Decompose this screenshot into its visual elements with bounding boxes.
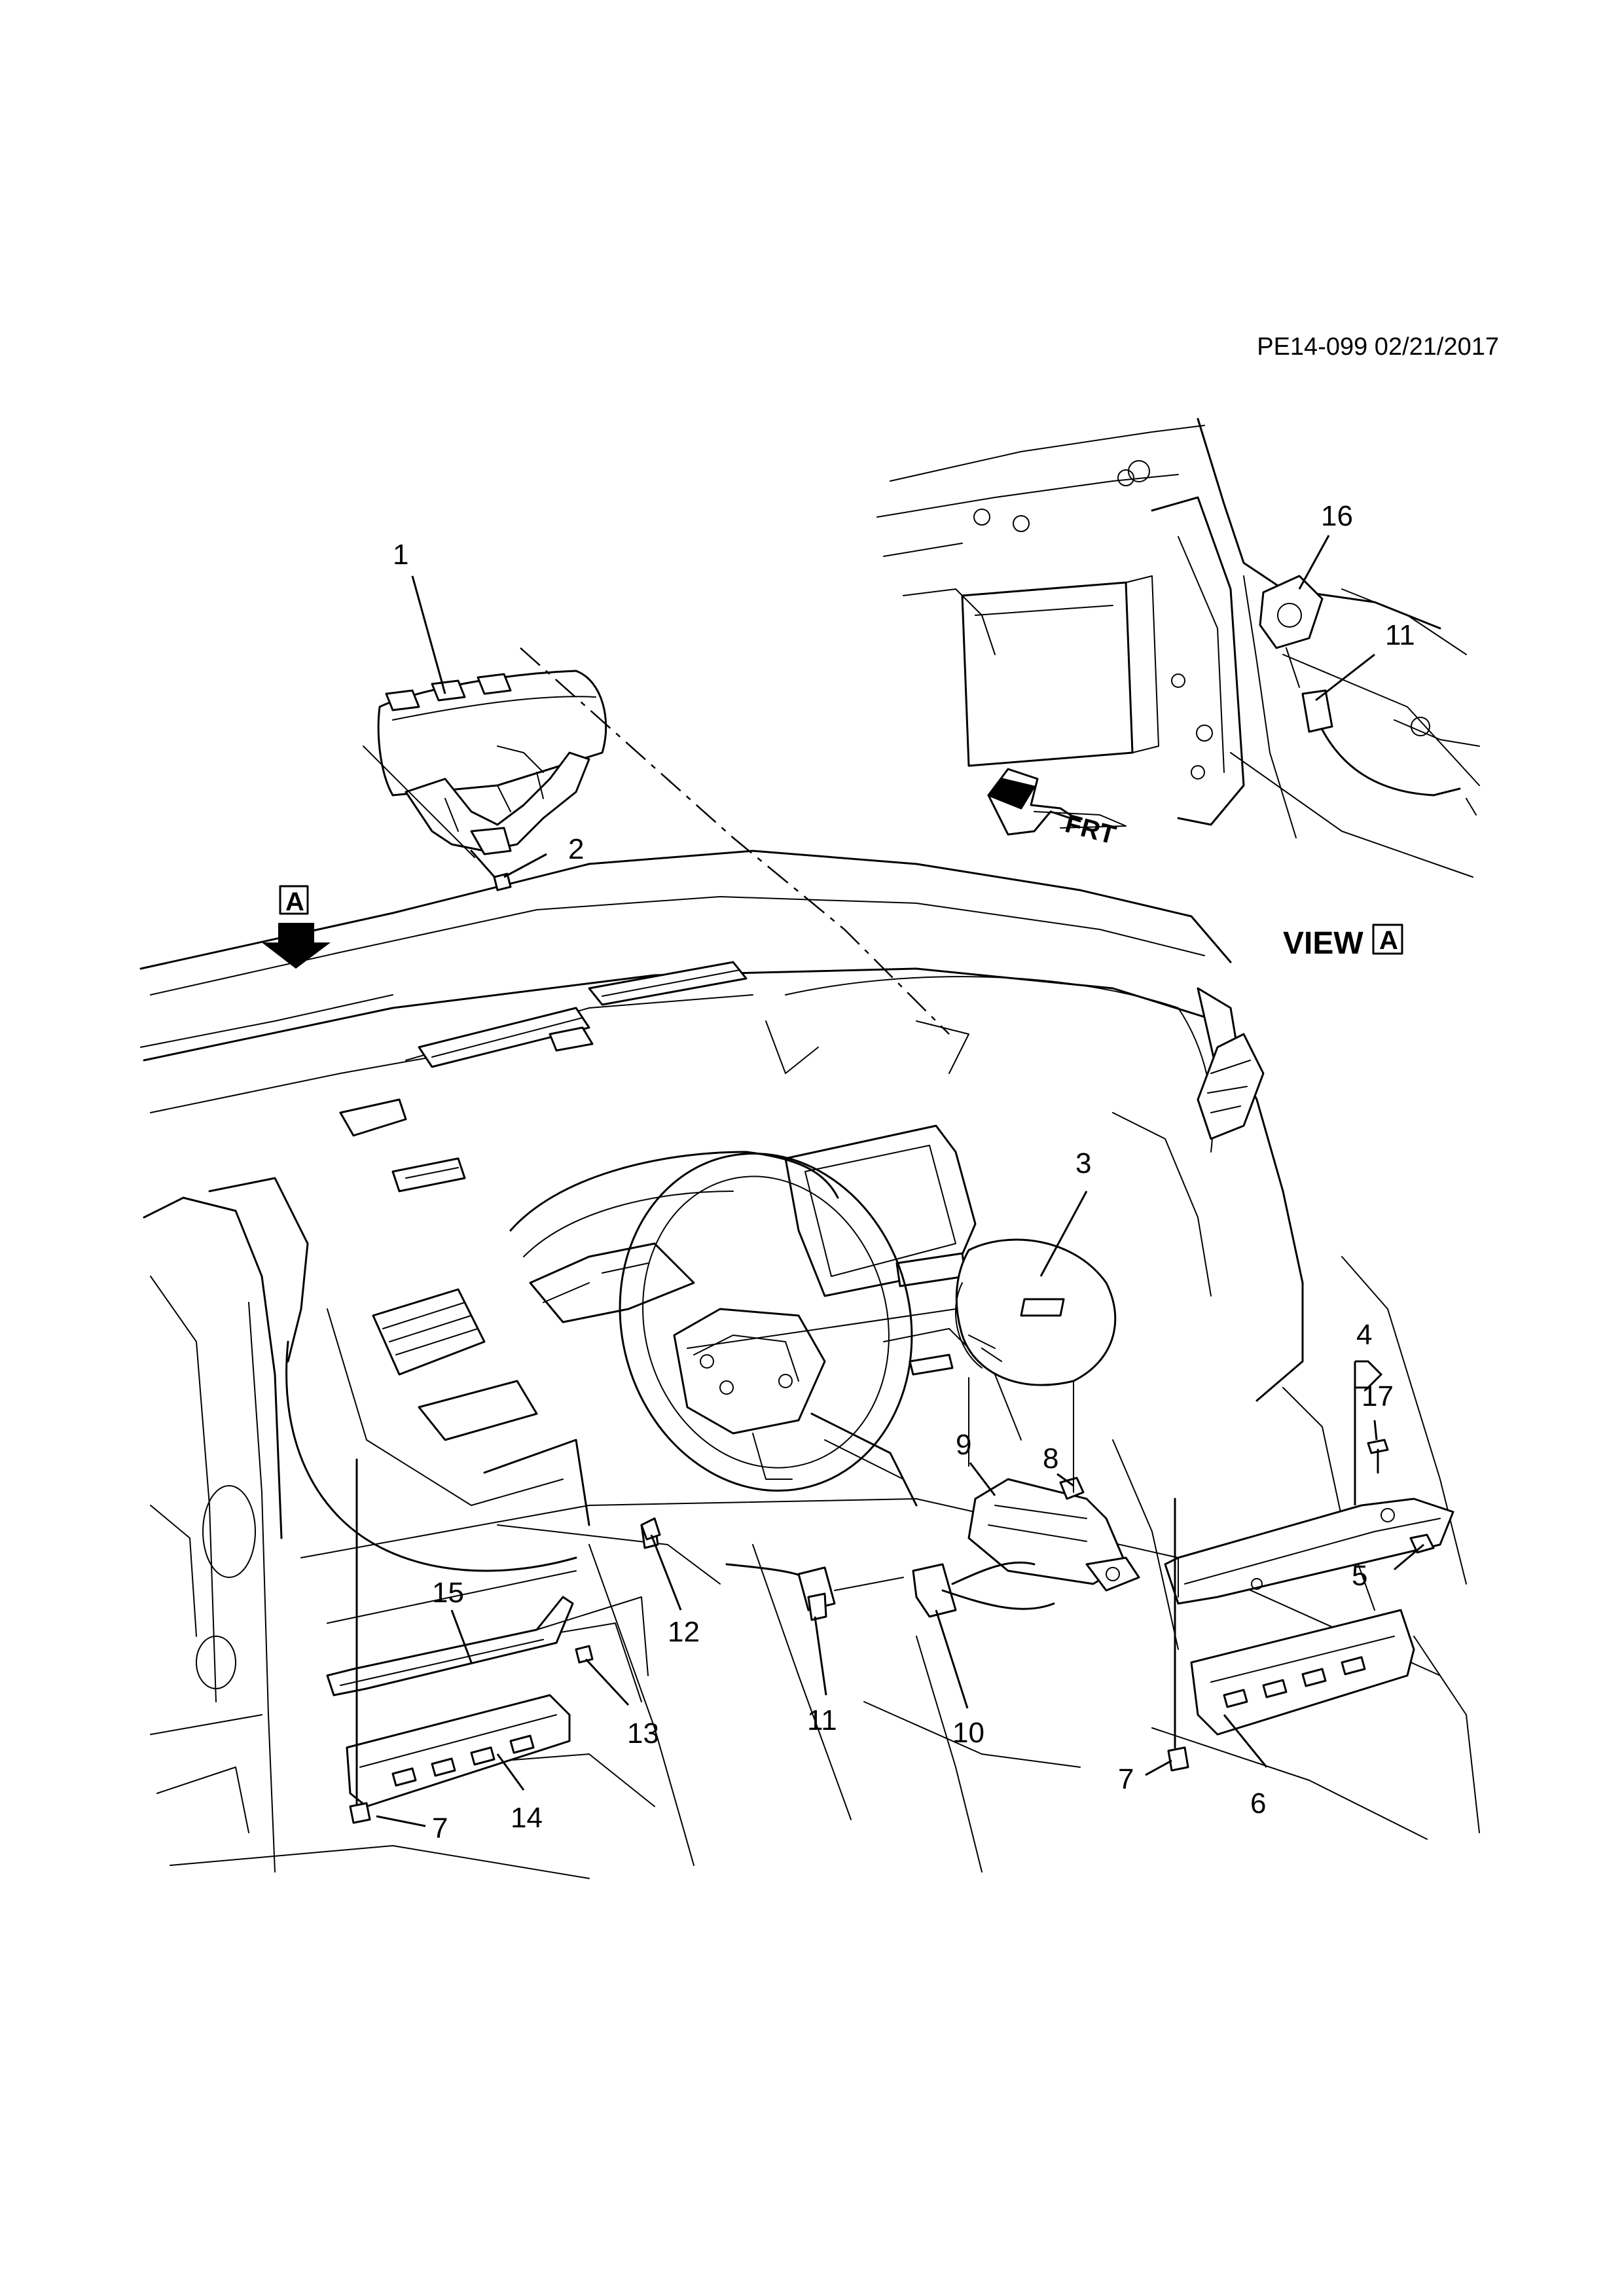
diagram-reference: PE14-099 02/21/2017 xyxy=(1257,333,1499,361)
callout-13: 13 xyxy=(627,1717,659,1749)
front-direction-label: FRT xyxy=(1062,809,1119,850)
view-a-inset: FRT VIEW A xyxy=(876,418,1480,961)
callout-1: 1 xyxy=(393,539,408,571)
left-push-pin xyxy=(349,1458,371,1824)
bracket-clip xyxy=(575,1645,594,1664)
callout-8: 8 xyxy=(1043,1443,1058,1475)
driver-airbag-leader xyxy=(687,1308,956,1349)
callout-9: 9 xyxy=(956,1429,971,1461)
callout-6: 6 xyxy=(1250,1787,1266,1820)
callout-15: 15 xyxy=(432,1577,464,1609)
callout-16: 16 xyxy=(1321,500,1353,532)
callout-3: 3 xyxy=(1075,1147,1091,1179)
driver-airbag-module xyxy=(955,1238,1117,1386)
svg-text:A: A xyxy=(285,888,304,916)
harness-connector xyxy=(725,1563,904,1621)
view-a-indicator: A xyxy=(262,885,331,969)
callout-5: 5 xyxy=(1352,1560,1367,1592)
passenger-airbag-module xyxy=(377,670,607,855)
view-a-box-letter: A xyxy=(1379,926,1398,955)
left-curtain-module xyxy=(346,1694,571,1808)
callout-7-right: 7 xyxy=(1118,1763,1134,1795)
callouts: 1 2 3 4 5 6 7 7 8 9 10 11 11 12 13 14 xyxy=(376,500,1424,1844)
right-seat-bracket xyxy=(1164,1498,1454,1605)
sensing-diagnostic-module xyxy=(967,1478,1140,1592)
airbag-bolt xyxy=(470,850,512,891)
view-a-box xyxy=(1372,924,1403,955)
callout-4: 4 xyxy=(1356,1319,1372,1351)
right-push-pin xyxy=(1167,1498,1189,1772)
module-nut xyxy=(1059,1477,1085,1500)
callout-7-left: 7 xyxy=(432,1812,448,1844)
callout-14: 14 xyxy=(511,1802,543,1834)
callout-10: 10 xyxy=(952,1717,984,1749)
bracket-bolt xyxy=(1367,1439,1389,1474)
module-connector xyxy=(912,1561,1055,1618)
callout-17: 17 xyxy=(1362,1380,1394,1412)
instrument-panel-assembly xyxy=(139,850,1480,1879)
callout-11-view: 11 xyxy=(1385,619,1415,651)
airbag-install-line xyxy=(520,647,950,1035)
left-bracket xyxy=(326,1596,649,1696)
callout-2: 2 xyxy=(568,833,584,865)
view-a-label: VIEW xyxy=(1283,926,1363,961)
callout-12: 12 xyxy=(668,1616,700,1648)
module-bolt xyxy=(640,1517,661,1541)
right-curtain-module xyxy=(1190,1609,1415,1736)
right-bracket-nut xyxy=(1409,1534,1435,1554)
callout-11: 11 xyxy=(807,1704,837,1736)
